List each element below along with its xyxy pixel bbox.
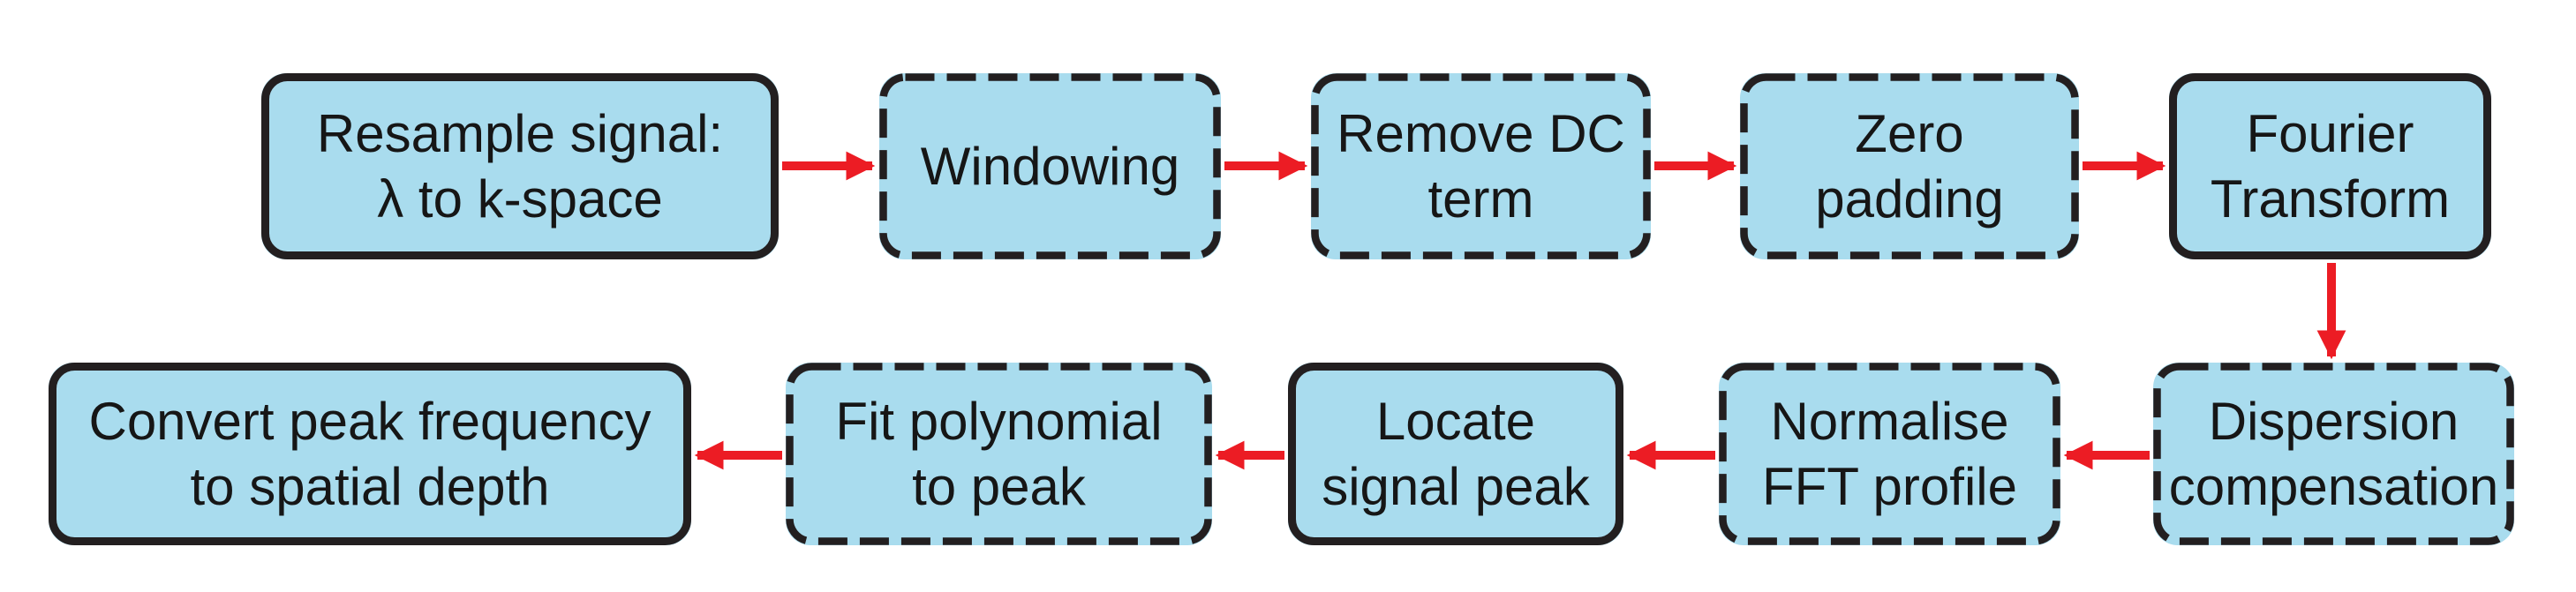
- node-label: Normalise FFT profile: [1762, 392, 2017, 516]
- node-label: Convert peak frequency to spatial depth: [88, 392, 652, 516]
- node-convert-peak-frequency: Convert peak frequency to spatial depth: [49, 363, 691, 545]
- node-fit-polynomial-to-peak: Fit polynomial to peak: [786, 363, 1212, 545]
- node-label: Zero padding: [1815, 104, 2004, 229]
- node-remove-dc-term: Remove DC term: [1311, 73, 1651, 259]
- node-locate-signal-peak: Locate signal peak: [1288, 363, 1623, 545]
- node-label: Remove DC term: [1337, 104, 1625, 229]
- node-zero-padding: Zero padding: [1740, 73, 2079, 259]
- node-windowing: Windowing: [879, 73, 1221, 259]
- node-label: Resample signal: λ to k-space: [316, 104, 724, 229]
- node-label: Fourier Transform: [2210, 104, 2451, 229]
- node-normalise-fft-profile: Normalise FFT profile: [1719, 363, 2060, 545]
- node-fourier-transform: Fourier Transform: [2169, 73, 2491, 259]
- node-resample-signal: Resample signal: λ to k-space: [261, 73, 779, 259]
- node-label: Windowing: [920, 136, 1180, 196]
- node-label: Dispersion compensation: [2168, 392, 2499, 516]
- node-label: Fit polynomial to peak: [835, 392, 1163, 516]
- node-label: Locate signal peak: [1322, 392, 1590, 516]
- node-dispersion-compensation: Dispersion compensation: [2153, 363, 2514, 545]
